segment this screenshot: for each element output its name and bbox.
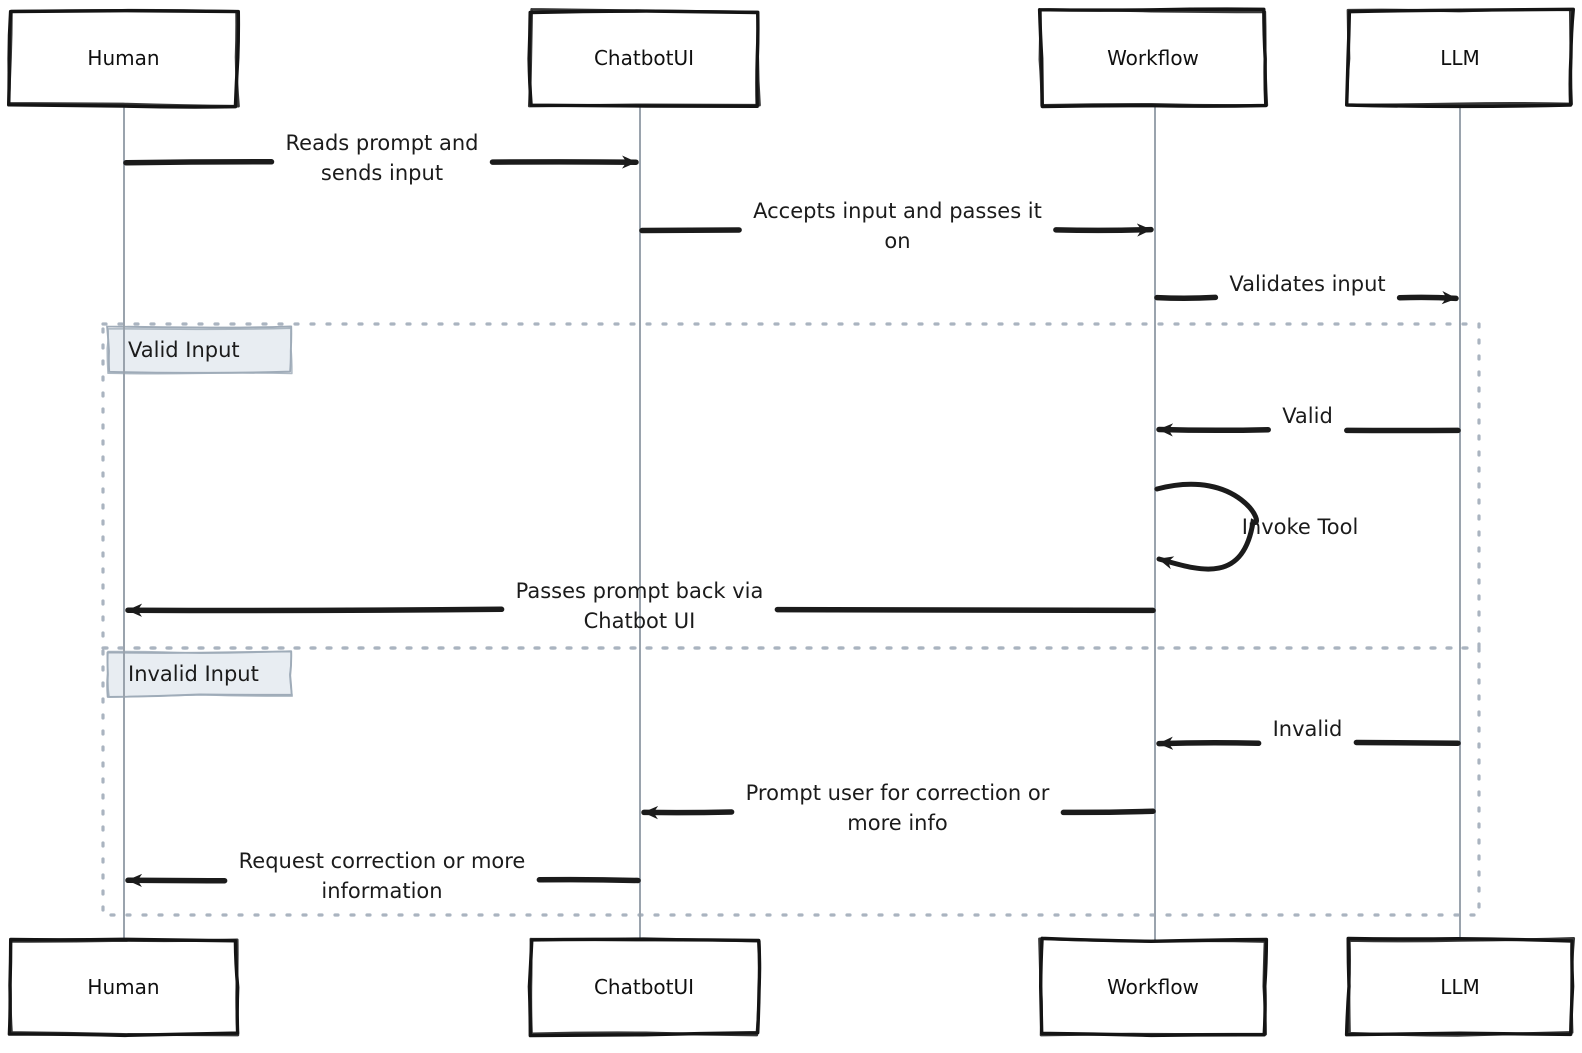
actor-label-llm-top: LLM: [1440, 46, 1480, 70]
message-label-m8-2: more info: [847, 811, 947, 835]
actor-box-workflow-top[interactable]: Workflow: [1037, 7, 1269, 109]
actor-label-chatbotui-top: ChatbotUI: [594, 46, 694, 70]
actor-label-human-bottom: Human: [87, 975, 159, 999]
message-label-m3: Validates input: [1229, 272, 1385, 296]
actor-label-chatbotui-bottom: ChatbotUI: [594, 975, 694, 999]
actor-label-workflow-top: Workflow: [1107, 46, 1199, 70]
actor-label-llm-bottom: LLM: [1440, 975, 1480, 999]
message-m5: Invoke Tool: [1154, 481, 1359, 572]
message-m9: Request correction or more information: [125, 849, 641, 903]
message-line-start-m6: [774, 606, 1156, 614]
self-loop-path: [1154, 481, 1259, 572]
actor-box-outline-llm-top: [1345, 7, 1575, 109]
message-label-m2-1: Accepts input and passes it: [753, 199, 1042, 223]
actor-box-outline-human-top: [6, 8, 241, 109]
message-line-end-m3: [1396, 291, 1459, 305]
message-line-end-m4: [1156, 423, 1271, 437]
message-m3: Validates input: [1154, 272, 1459, 305]
region-dashed-border: [101, 646, 1481, 917]
message-label-m8-1: Prompt user for correction or: [746, 781, 1050, 805]
message-label-m9-2: information: [321, 879, 442, 903]
region-label-box-valid: [106, 325, 293, 375]
message-label-m1-1: Reads prompt and: [286, 131, 479, 155]
message-line-end-m6: [125, 603, 505, 617]
region-label-box-invalid: [106, 650, 293, 698]
message-label-m4: Valid: [1282, 404, 1333, 428]
actor-box-llm-bottom[interactable]: LLM: [1344, 936, 1576, 1037]
message-label-m6-1: Passes prompt back via: [516, 579, 764, 603]
actor-label-workflow-bottom: Workflow: [1107, 975, 1199, 999]
message-label-m7: Invalid: [1273, 717, 1343, 741]
message-label-m6-2: Chatbot UI: [584, 609, 696, 633]
actor-box-human-bottom[interactable]: Human: [7, 937, 240, 1038]
actor-box-outline-workflow-bottom: [1038, 936, 1269, 1038]
lifelines-layer: [123, 105, 1461, 940]
message-label-m2-2: on: [884, 229, 910, 253]
message-line-start-m9: [536, 876, 641, 884]
actor-box-outline-chatbotui-bottom: [527, 937, 762, 1038]
region-dashed-border: [101, 322, 1481, 650]
actor-label-human-top: Human: [87, 46, 159, 70]
message-m8: Prompt user for correction or more info: [641, 781, 1156, 835]
message-line-end-m7: [1156, 736, 1262, 750]
actor-box-workflow-bottom[interactable]: Workflow: [1038, 936, 1269, 1038]
message-m7: Invalid: [1156, 717, 1461, 750]
actor-box-outline-human-bottom: [7, 937, 240, 1038]
message-m1: Reads prompt and sends input: [123, 131, 639, 185]
message-line-start-m1: [123, 159, 275, 166]
region-label-invalid: Invalid Input: [128, 662, 259, 686]
alt-region-valid: Valid Input: [101, 322, 1481, 650]
message-label-m5: Invoke Tool: [1242, 515, 1359, 539]
alt-region-invalid: Invalid Input: [101, 646, 1481, 917]
actor-box-outline-llm-bottom: [1344, 936, 1576, 1037]
actor-box-outline-chatbotui-top: [527, 7, 761, 108]
message-line-start-m7: [1353, 739, 1461, 746]
message-line-start-m2: [639, 227, 742, 234]
message-label-m9-1: Request correction or more: [239, 849, 526, 873]
message-line-start-m3: [1154, 294, 1219, 301]
message-line-start-m8: [1060, 808, 1156, 816]
message-m4: Valid: [1156, 404, 1461, 437]
actor-boxes-layer: HumanHumanChatbotUIChatbotUIWorkflowWork…: [6, 7, 1576, 1038]
actor-box-chatbotui-top[interactable]: ChatbotUI: [527, 7, 761, 108]
message-label-m1-2: sends input: [321, 161, 443, 185]
actor-box-outline-workflow-top: [1037, 7, 1269, 109]
message-m2: Accepts input and passes it on: [639, 199, 1154, 253]
actor-box-chatbotui-bottom[interactable]: ChatbotUI: [527, 937, 762, 1038]
message-line-end-m2: [1053, 223, 1154, 237]
message-line-end-m8: [641, 805, 735, 820]
actor-box-llm-top[interactable]: LLM: [1345, 7, 1575, 109]
actor-box-human-top[interactable]: Human: [6, 8, 241, 109]
region-label-valid: Valid Input: [128, 338, 240, 362]
